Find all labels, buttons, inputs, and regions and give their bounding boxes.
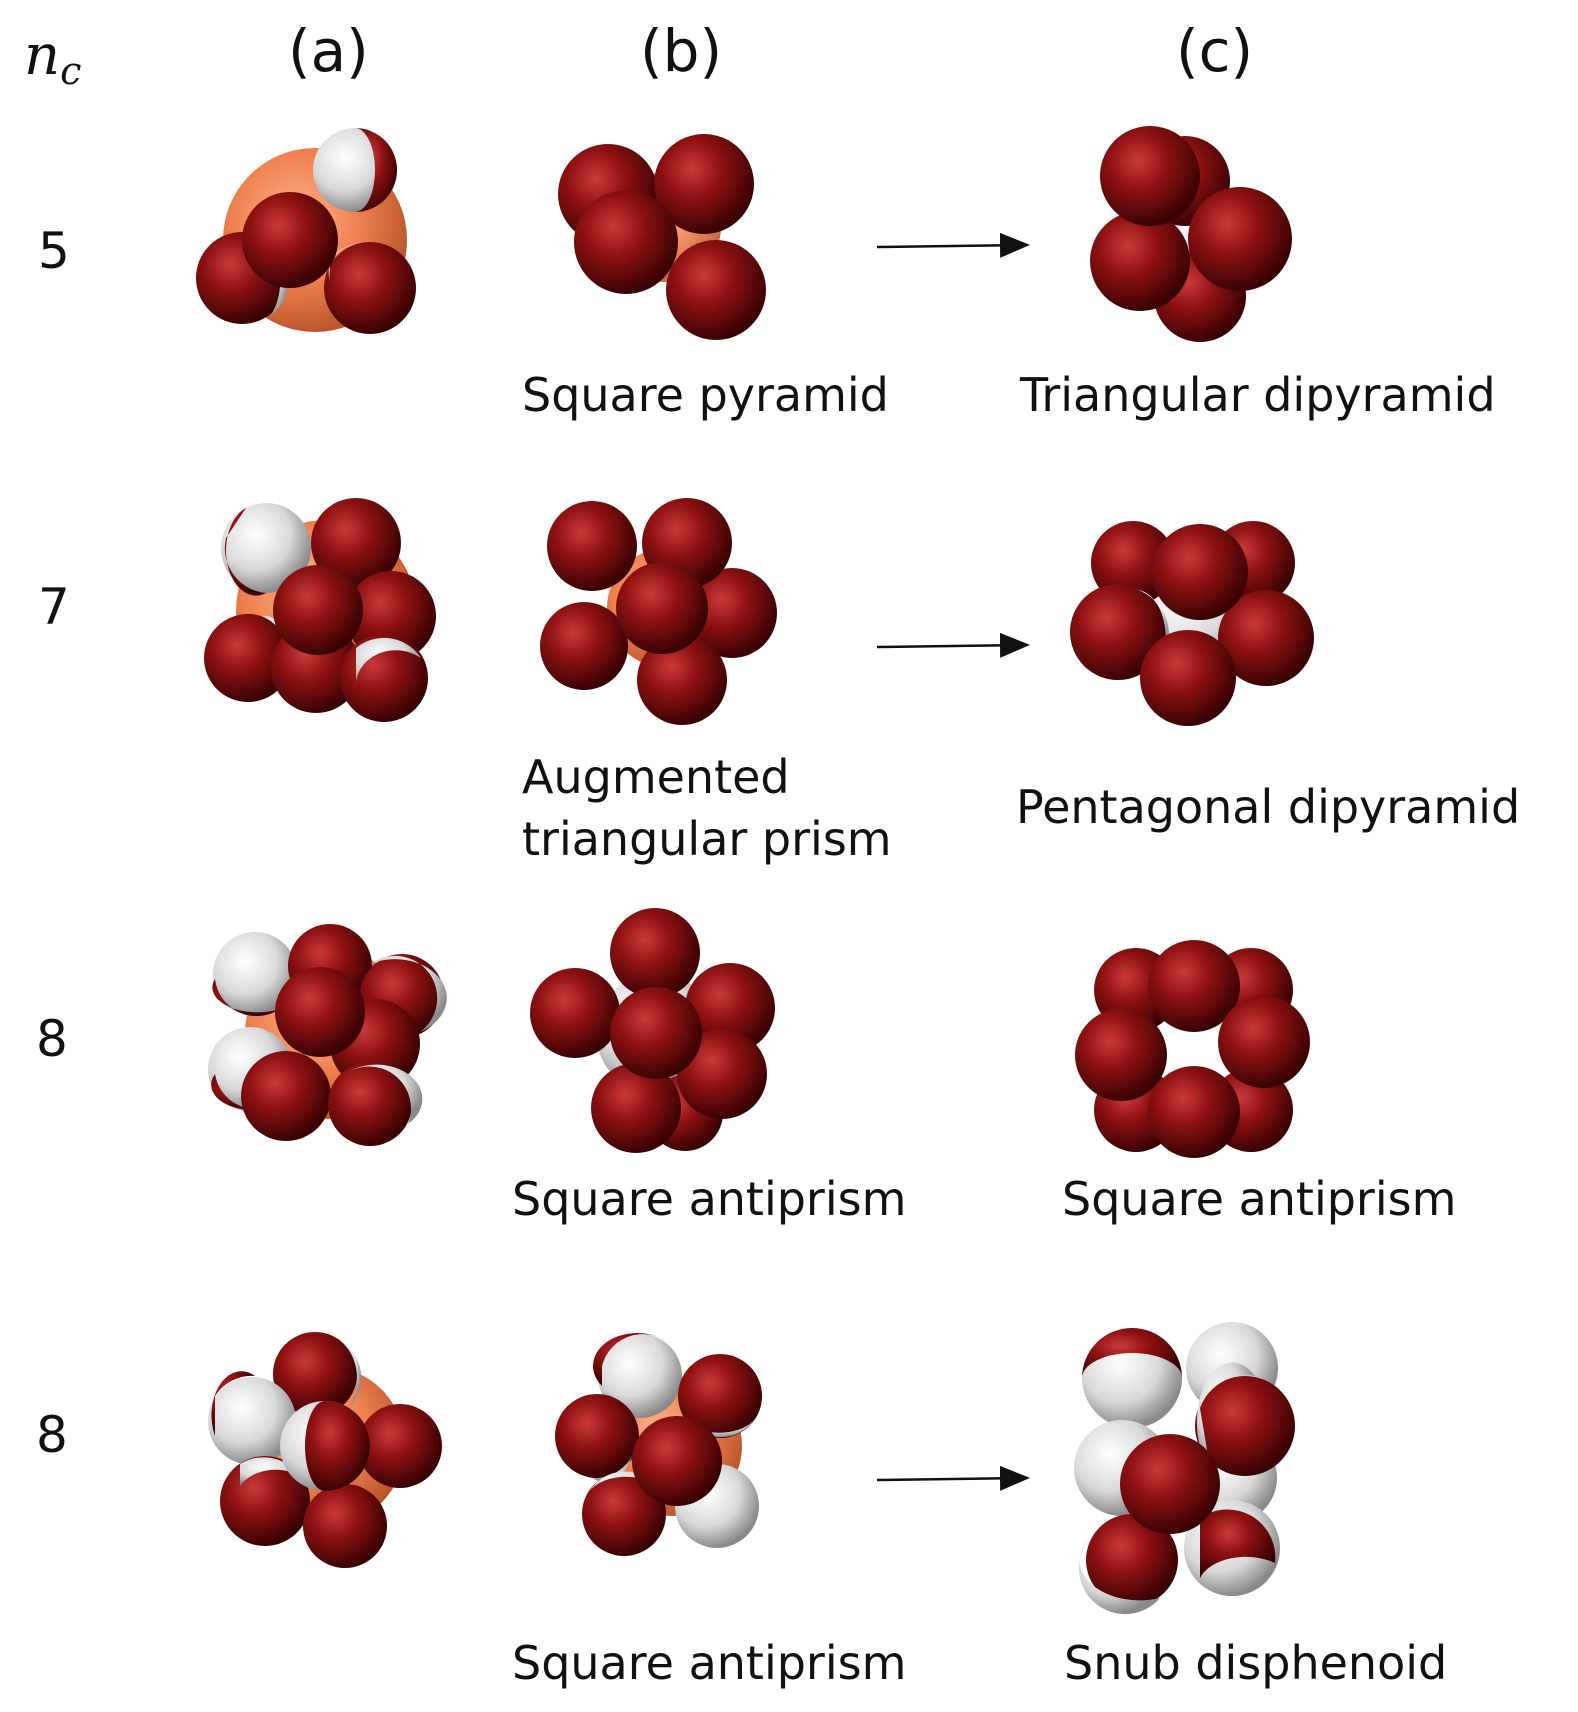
molecule-row2-c <box>1070 521 1314 726</box>
molecule-row1-b <box>558 134 766 340</box>
molecule-row4-c <box>1074 1322 1295 1615</box>
row-axis-symbol: n <box>24 23 61 88</box>
row-2-caption-b-line1: Augmented <box>522 750 790 804</box>
row-4-caption-b: Square antiprism <box>512 1636 907 1690</box>
column-header-b: (b) <box>640 17 723 85</box>
row-2-arrow <box>876 632 1030 658</box>
row-1-caption-c: Triangular dipyramid <box>1020 368 1496 422</box>
molecule-row4-a <box>208 1332 442 1568</box>
row-4-caption-c: Snub disphenoid <box>1064 1636 1448 1690</box>
row-3-nc: 8 <box>36 1010 68 1068</box>
water-molecule <box>313 128 397 212</box>
molecule-row2-b <box>540 498 777 725</box>
molecule-row1-a <box>196 128 416 334</box>
oxygen-sphere <box>242 192 338 288</box>
molecule-row1-c <box>1090 126 1292 342</box>
row-4-nc: 8 <box>36 1406 68 1464</box>
water-molecule <box>324 241 416 334</box>
row-2-caption-c: Pentagonal dipyramid <box>1016 780 1521 834</box>
row-3-caption-b: Square antiprism <box>512 1172 907 1226</box>
molecule-row3-a <box>208 924 447 1146</box>
molecule-row4-b <box>555 1332 762 1556</box>
molecule-row3-c <box>1075 940 1310 1158</box>
molecule-row2-a <box>204 498 436 722</box>
row-1-nc: 5 <box>38 222 70 280</box>
row-2-caption-b-line2: triangular prism <box>522 812 892 866</box>
row-4-arrow <box>876 1465 1030 1491</box>
molecule-row3-b <box>530 908 775 1153</box>
column-header-a: (a) <box>288 17 369 85</box>
row-3-caption-c: Square antiprism <box>1062 1172 1457 1226</box>
column-header-c: (c) <box>1176 17 1254 85</box>
row-axis-subscript: c <box>60 49 82 93</box>
row-1-caption-b: Square pyramid <box>522 368 889 422</box>
row-axis-label: nc <box>24 28 82 93</box>
row-2-nc: 7 <box>38 578 70 636</box>
row-1-arrow <box>876 232 1030 258</box>
